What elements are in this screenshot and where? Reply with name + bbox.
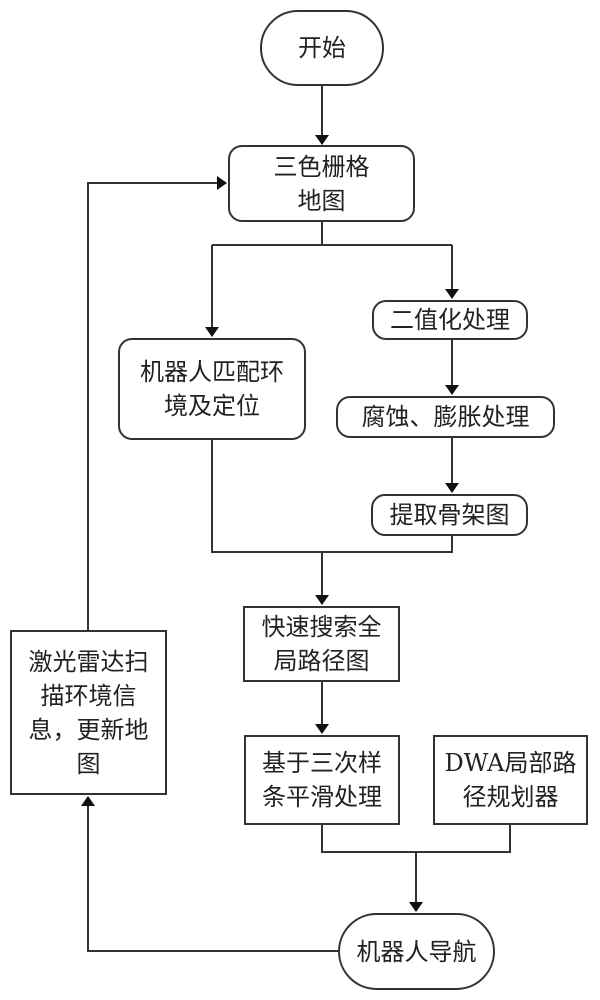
spline-node: 基于三次样 条平滑处理 xyxy=(244,735,400,825)
edge-spline-dwa-merge xyxy=(321,825,511,853)
start-node: 开始 xyxy=(260,10,384,86)
edge-grid-map-split xyxy=(212,222,452,246)
navigate-node: 机器人导航 xyxy=(338,913,495,990)
laser-update-node: 激光雷达扫 描环境信 息，更新地 图 xyxy=(10,630,167,795)
binarize-node: 二值化处理 xyxy=(372,300,528,340)
dwa-node: DWA局部路 径规划器 xyxy=(433,735,588,825)
edge-localize-skeleton-merge xyxy=(211,440,453,553)
skeleton-node: 提取骨架图 xyxy=(371,494,528,536)
edge-navigate-to-laser xyxy=(81,796,338,952)
erode-dilate-node: 腐蚀、膨胀处理 xyxy=(336,396,555,438)
edge-laser-to-grid-map xyxy=(87,176,227,630)
global-search-node: 快速搜索全 局路径图 xyxy=(243,606,400,682)
grid-map-node: 三色栅格 地图 xyxy=(228,145,415,222)
localize-node: 机器人匹配环 境及定位 xyxy=(118,338,306,440)
